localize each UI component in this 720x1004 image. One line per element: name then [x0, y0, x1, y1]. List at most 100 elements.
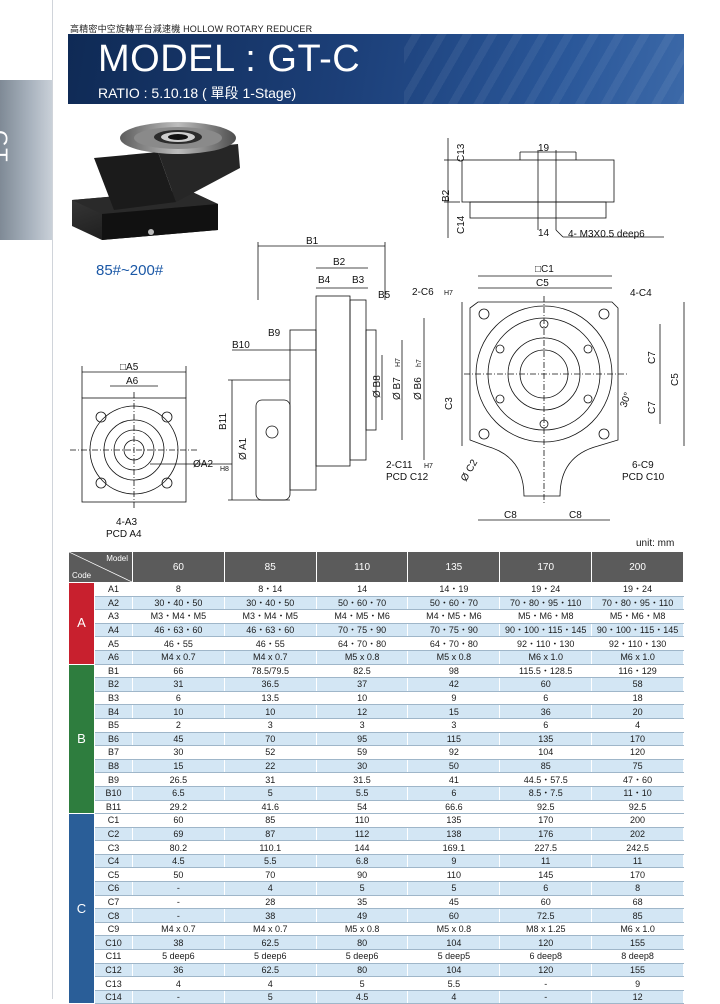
- table-cell: 31: [132, 677, 225, 692]
- table-cell: 19・24: [499, 582, 593, 597]
- table-cell: 54: [315, 799, 409, 815]
- table-cell: 5 deep6: [315, 949, 409, 964]
- table-cell: 5: [223, 989, 317, 1004]
- table-cell: 60: [407, 908, 501, 923]
- table-cell: 60: [499, 677, 593, 692]
- label-c10: PCD C10: [622, 472, 665, 483]
- table-cell: 4: [223, 976, 317, 991]
- row-code: A3: [94, 609, 133, 624]
- row-code: B11: [94, 799, 133, 815]
- row-code: C7: [94, 894, 133, 910]
- table-cell: 85: [591, 908, 684, 923]
- table-cell: 92: [407, 745, 501, 760]
- table-cell: 5: [223, 785, 317, 801]
- table-cell: 120: [499, 962, 593, 978]
- label-b8: Ø B8: [372, 375, 383, 398]
- label-b2: B2: [333, 257, 346, 268]
- front-view-labels: □C1 C5 4-C4 2-C6 H7 C3 C7 C7 C5 30° Ø C2…: [386, 264, 681, 521]
- table-cell: 110: [407, 867, 501, 883]
- table-cell: 85: [499, 758, 593, 774]
- table-cell: M6 x 1.0: [591, 921, 684, 937]
- table-cell: 5.5: [315, 785, 409, 801]
- table-cell: 5.5: [223, 853, 317, 869]
- table-cell: 90・100・115・145: [591, 622, 684, 638]
- table-cell: 10: [223, 704, 317, 719]
- table-cell: 4: [591, 717, 684, 733]
- page-edge-line: [52, 0, 53, 999]
- table-cell: 227.5: [499, 840, 593, 855]
- row-code: C8: [94, 908, 133, 923]
- table-cell: 135: [499, 731, 593, 747]
- table-cell: 138: [407, 826, 501, 842]
- table-cell: 4: [407, 989, 501, 1004]
- label-c12: PCD C12: [386, 472, 429, 483]
- table-cell: 5: [315, 976, 409, 991]
- label-c1: □C1: [535, 264, 554, 275]
- table-cell: 58: [591, 677, 684, 692]
- label-b6: Ø B6: [413, 377, 424, 400]
- table-cell: 62.5: [223, 962, 317, 978]
- side-view-drawing: [228, 242, 425, 501]
- table-cell: 70・80・95・110: [499, 595, 593, 611]
- table-cell: 70・80・95・110: [591, 595, 684, 611]
- column-header: 170: [499, 551, 593, 583]
- table-cell: M5 x 0.8: [315, 921, 409, 937]
- label-b9: B9: [268, 328, 281, 339]
- row-code: B8: [94, 758, 133, 774]
- table-cell: 13.5: [223, 690, 317, 706]
- label-a2: ØA2: [193, 459, 213, 470]
- table-cell: 50: [407, 758, 501, 774]
- table-cell: -: [132, 894, 225, 910]
- label-b7-tol: H7: [395, 358, 402, 367]
- table-cell: 155: [591, 935, 684, 951]
- table-cell: 68: [591, 894, 684, 910]
- table-cell: 2: [132, 717, 225, 733]
- table-cell: 64・70・80: [315, 636, 409, 651]
- row-code: B3: [94, 690, 133, 706]
- table-cell: 11: [499, 853, 593, 869]
- table-cell: 110.1: [223, 840, 317, 855]
- table-cell: 45: [407, 894, 501, 910]
- group-label: C: [68, 813, 95, 1004]
- table-cell: 30: [132, 745, 225, 760]
- header-model-label: Model: [106, 554, 128, 563]
- table-cell: 31: [223, 772, 317, 787]
- table-cell: 44.5・57.5: [499, 772, 593, 787]
- row-code: C13: [94, 976, 133, 991]
- label-b4: B4: [318, 275, 331, 286]
- table-cell: 4: [223, 881, 317, 896]
- table-cell: -: [499, 989, 593, 1004]
- label-c2: Ø C2: [459, 457, 480, 483]
- group-label: B: [68, 663, 95, 815]
- table-cell: 155: [591, 962, 684, 978]
- table-cell: 104: [407, 935, 501, 951]
- title-banner: MODEL : GT-C RATIO : 5.10.18 ( 單段 1-Stag…: [68, 34, 684, 104]
- table-cell: 29.2: [132, 799, 225, 815]
- column-header: 85: [223, 551, 317, 583]
- table-cell: M4 x 0.7: [223, 649, 317, 665]
- section-side-tab: [0, 80, 52, 240]
- row-code: A1: [94, 582, 133, 597]
- table-cell: M3・M4・M5: [223, 609, 317, 624]
- column-header: 135: [407, 551, 501, 583]
- label-c7b: C7: [647, 401, 658, 414]
- table-cell: 6: [499, 690, 593, 706]
- table-cell: 35: [315, 894, 409, 910]
- label-tap: 4- M3X0.5 deep6: [568, 229, 645, 240]
- table-cell: 6: [132, 690, 225, 706]
- top-caption: 高精密中空旋轉平台減速機 HOLLOW ROTARY REDUCER: [70, 24, 313, 34]
- table-cell: 5 deep6: [132, 949, 225, 964]
- table-cell: 104: [407, 962, 501, 978]
- table-cell: 115: [407, 731, 501, 747]
- row-code: C3: [94, 840, 133, 855]
